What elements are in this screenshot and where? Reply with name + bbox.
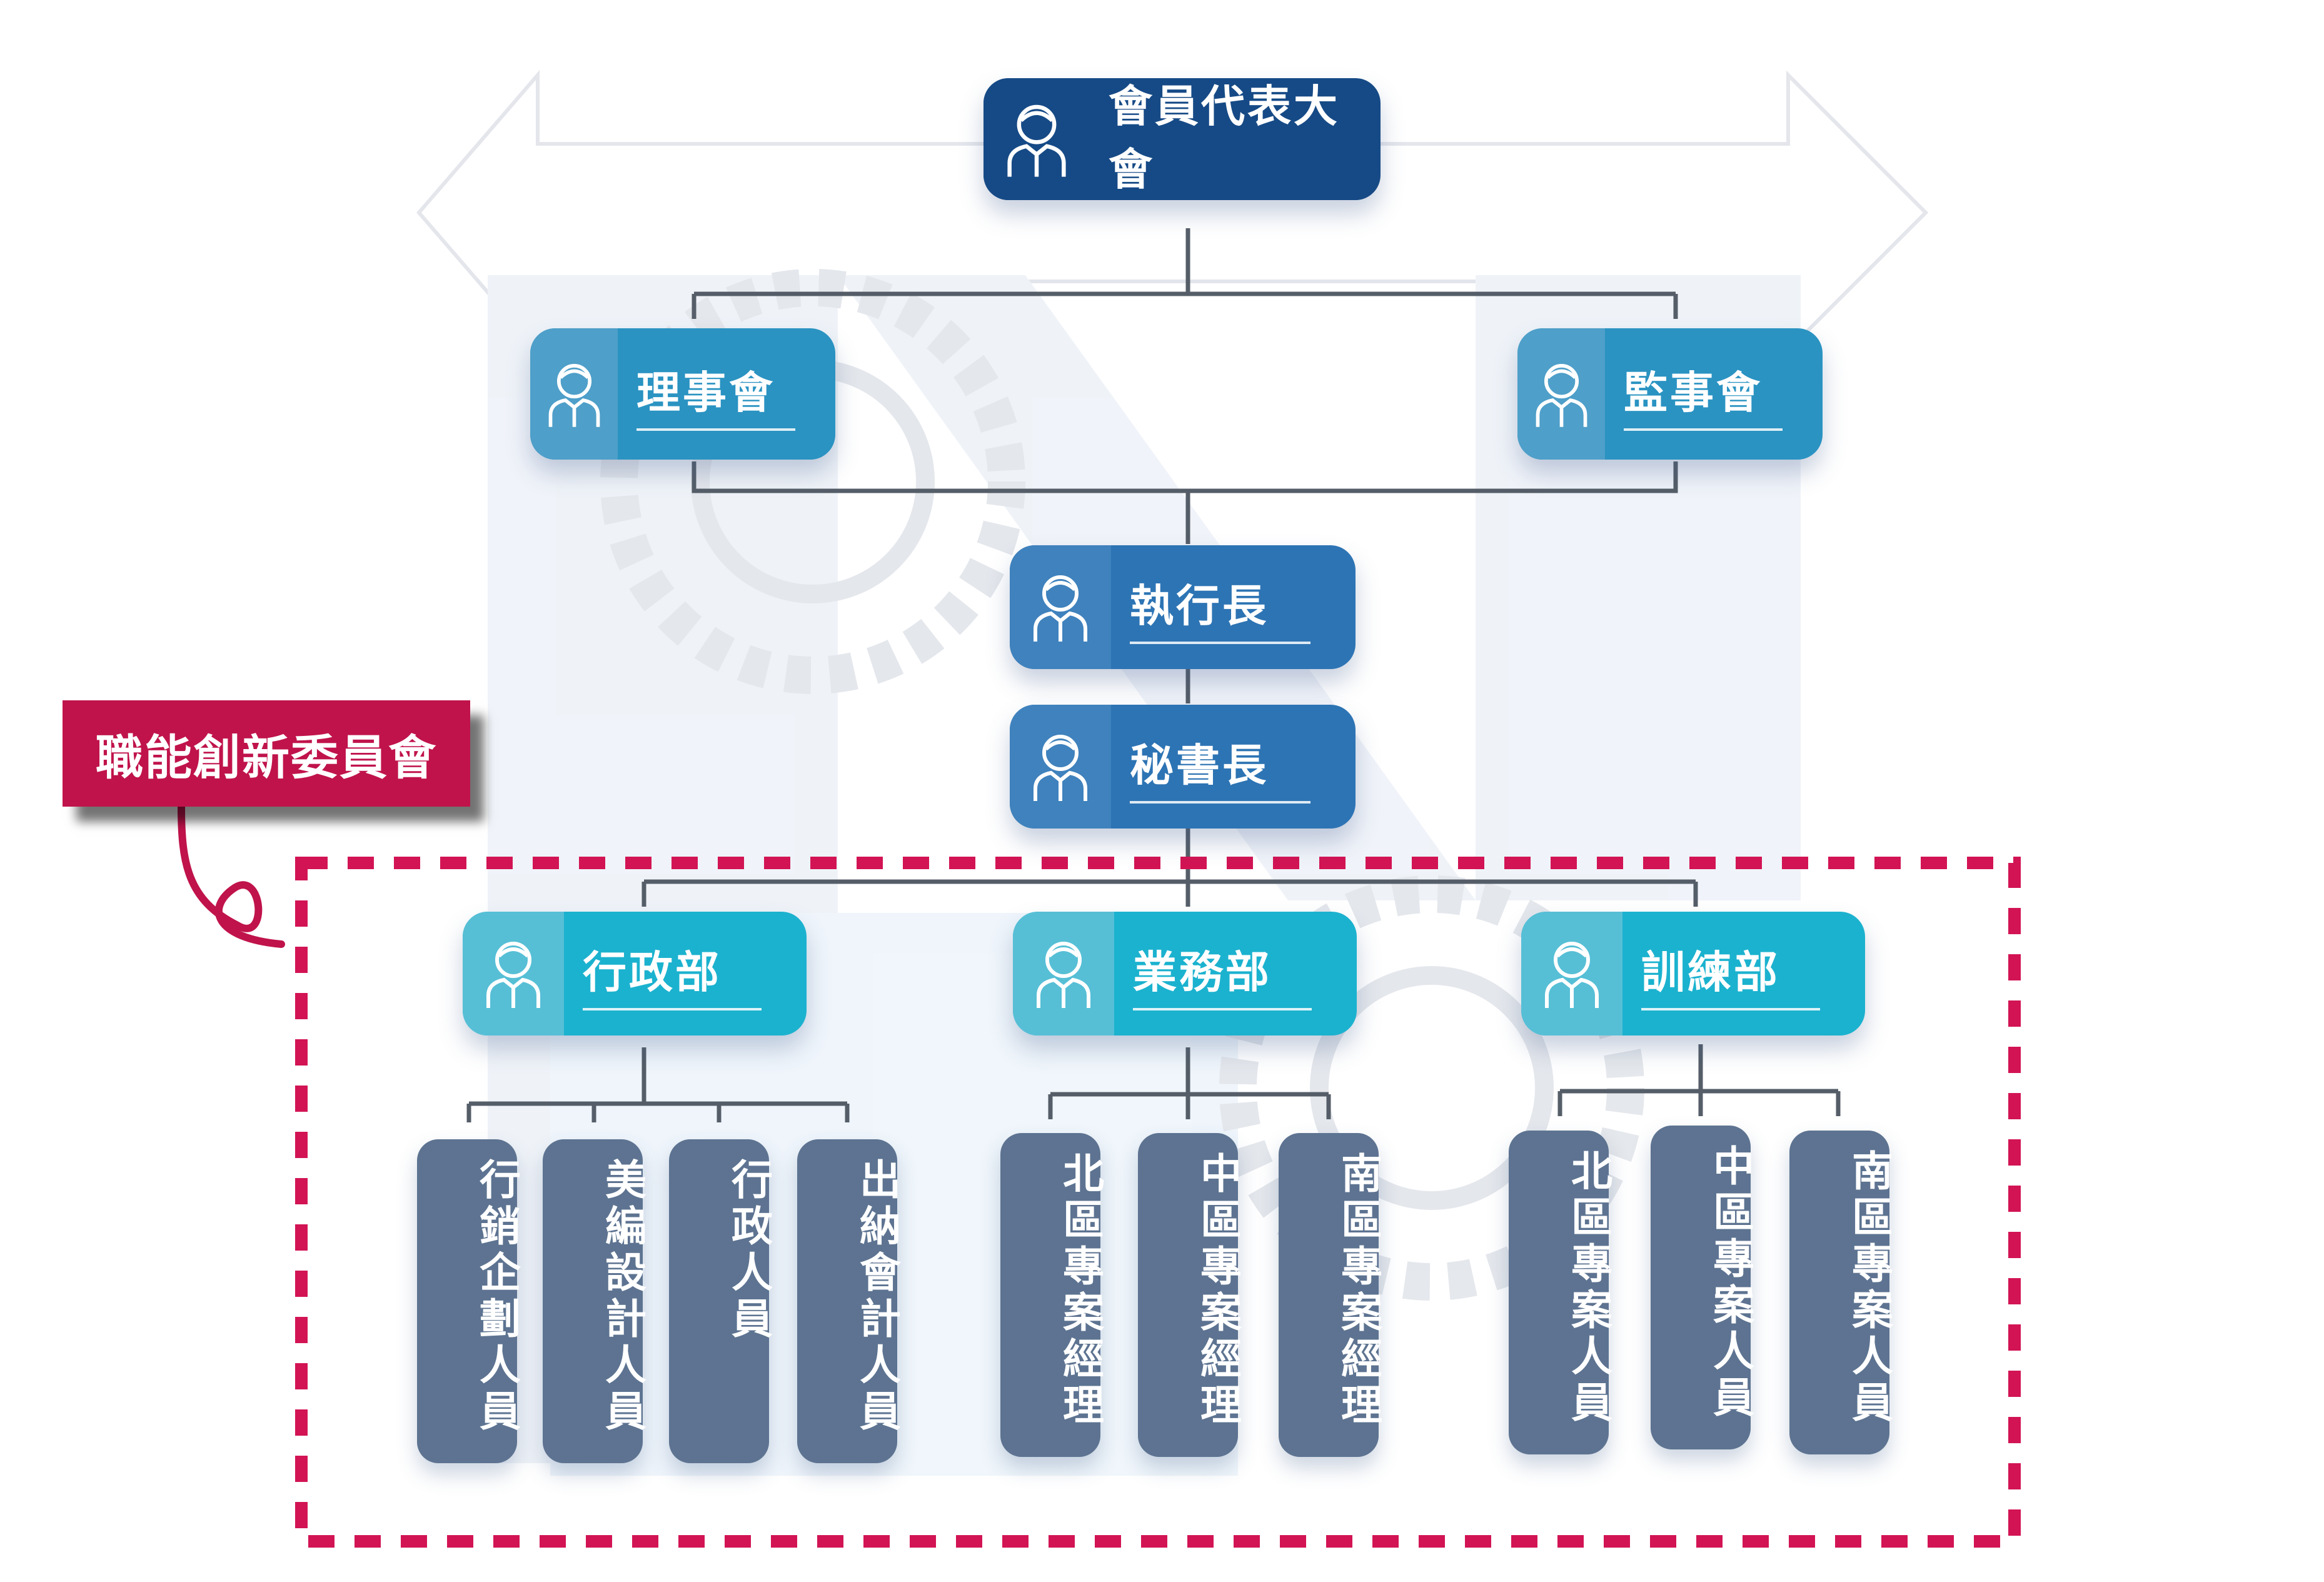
connector-secretary-to-departments [641,829,1698,907]
supervisors-label: 監事會 [1624,358,1783,431]
watermark-gear-icon [1219,875,1644,1301]
staff-node[interactable]: 南區專案經理 [1279,1133,1382,1457]
staff-label: 行銷企劃人員 [473,1158,521,1436]
assembly-label-area: 會員代表大會 [1090,78,1381,200]
department-icon-panel [1013,912,1114,1035]
department-label-area: 訓練部 [1622,912,1865,1035]
assembly-icon-panel [983,78,1090,200]
secretary-label-area: 秘書長 [1111,705,1356,829]
ceo-node[interactable]: 執行長 [1010,545,1356,669]
secretary-node[interactable]: 秘書長 [1010,705,1356,829]
staff-node[interactable]: 出納會計人員 [797,1139,901,1463]
board-label: 理事會 [636,358,796,431]
ceo-icon-panel [1010,545,1111,669]
department-node-admin[interactable]: 行政部 [463,912,807,1035]
staff-node[interactable]: 中區專案經理 [1138,1133,1242,1457]
connector-admin-to-staff [466,1047,850,1122]
committee-tag: 職能創新委員會 [63,700,470,807]
supervisors-node[interactable]: 監事會 [1517,328,1823,460]
staff-label: 美編設計人員 [598,1158,646,1436]
person-icon [1034,575,1087,642]
department-node-training[interactable]: 訓練部 [1521,912,1865,1035]
staff-label: 出納會計人員 [853,1158,901,1436]
staff-node[interactable]: 南區專案人員 [1789,1131,1893,1454]
person-icon [486,942,540,1008]
department-label-area: 行政部 [564,912,807,1035]
supervisors-label-area: 監事會 [1605,328,1823,460]
secretary-icon-panel [1010,705,1111,829]
ceo-label-area: 執行長 [1111,545,1356,669]
staff-node[interactable]: 北區專案人員 [1509,1131,1612,1454]
staff-node[interactable]: 行銷企劃人員 [417,1139,521,1463]
person-icon [1545,942,1599,1008]
staff-node[interactable]: 行政人員 [669,1139,773,1463]
watermark-gear-icon [600,269,1025,694]
staff-label: 北區專案經理 [1056,1152,1104,1429]
board-node[interactable]: 理事會 [530,328,835,460]
staff-label: 中區專案人員 [1706,1144,1754,1422]
committee-scope-dashed-box [295,857,2021,1548]
department-icon-panel [463,912,564,1035]
board-label-area: 理事會 [618,328,835,460]
staff-node[interactable]: 北區專案經理 [1000,1133,1104,1457]
person-icon [1536,363,1587,427]
supervisors-icon-panel [1517,328,1605,460]
ceo-label: 執行長 [1130,571,1310,644]
staff-label: 南區專案人員 [1845,1149,1893,1427]
staff-node[interactable]: 中區專案人員 [1651,1126,1754,1449]
connector-councils-to-ceo [692,461,1678,544]
assembly-node[interactable]: 會員代表大會 [983,78,1381,200]
staff-label: 中區專案經理 [1194,1152,1242,1429]
connector-sales-to-staff [1048,1047,1331,1119]
board-icon-panel [530,328,618,460]
committee-label: 職能創新委員會 [96,730,437,785]
person-icon [548,363,600,427]
person-icon [1007,104,1066,177]
department-label-area: 業務部 [1114,912,1357,1035]
department-label: 行政部 [583,937,762,1010]
assembly-label: 會員代表大會 [1109,78,1381,200]
watermark-gear-icon [1310,966,1554,1210]
connector-training-to-staff [1557,1044,1841,1116]
secretary-label: 秘書長 [1130,730,1310,804]
staff-label: 北區專案人員 [1564,1149,1612,1427]
person-icon [1034,735,1087,801]
connector-assembly-to-councils [692,228,1678,319]
staff-label: 行政人員 [725,1158,773,1343]
department-label: 業務部 [1133,937,1312,1010]
connector-lines [466,228,1841,1122]
staff-node[interactable]: 美編設計人員 [543,1139,646,1463]
department-node-sales[interactable]: 業務部 [1013,912,1357,1035]
department-icon-panel [1521,912,1622,1035]
staff-label: 南區專案經理 [1334,1152,1382,1429]
committee-pointer-curve [178,803,285,948]
person-icon [1037,942,1090,1008]
department-label: 訓練部 [1641,937,1821,1010]
